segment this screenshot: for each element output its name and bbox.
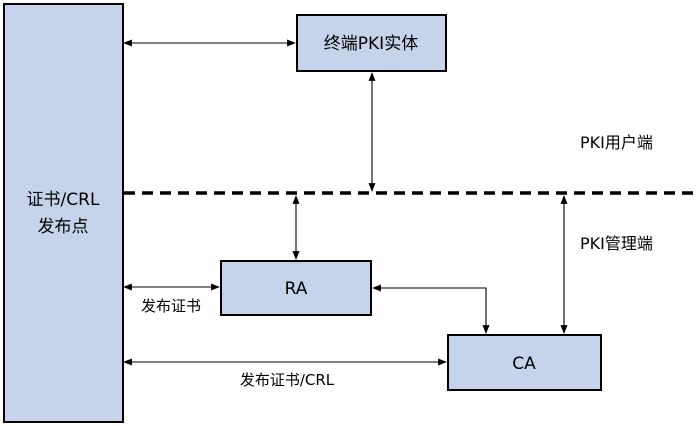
- publish-cert-crl-label: 发布证书/CRL: [240, 371, 335, 389]
- end-entity-node: 终端PKI实体: [296, 14, 447, 72]
- ra-label: RA: [285, 279, 308, 299]
- repository-label-line2: 发布点: [38, 217, 89, 237]
- ca-node: CA: [447, 334, 602, 391]
- end-entity-label: 终端PKI实体: [324, 34, 418, 54]
- cert-crl-repository-box: [3, 3, 124, 423]
- repository-label-line1: 证书/CRL: [27, 190, 100, 210]
- ca-box: [447, 334, 602, 391]
- user-side-label: PKI用户端: [580, 133, 653, 152]
- end-entity-box: [296, 14, 447, 72]
- ra-box: [220, 260, 372, 316]
- ra-ca-link-arrow: [372, 284, 490, 334]
- ra-node: RA: [220, 260, 372, 316]
- cert-crl-repository-node: 证书/CRL 发布点: [3, 3, 124, 423]
- ca-label: CA: [512, 354, 536, 374]
- management-side-label: PKI管理端: [580, 234, 653, 253]
- publish-cert-label: 发布证书: [141, 297, 201, 315]
